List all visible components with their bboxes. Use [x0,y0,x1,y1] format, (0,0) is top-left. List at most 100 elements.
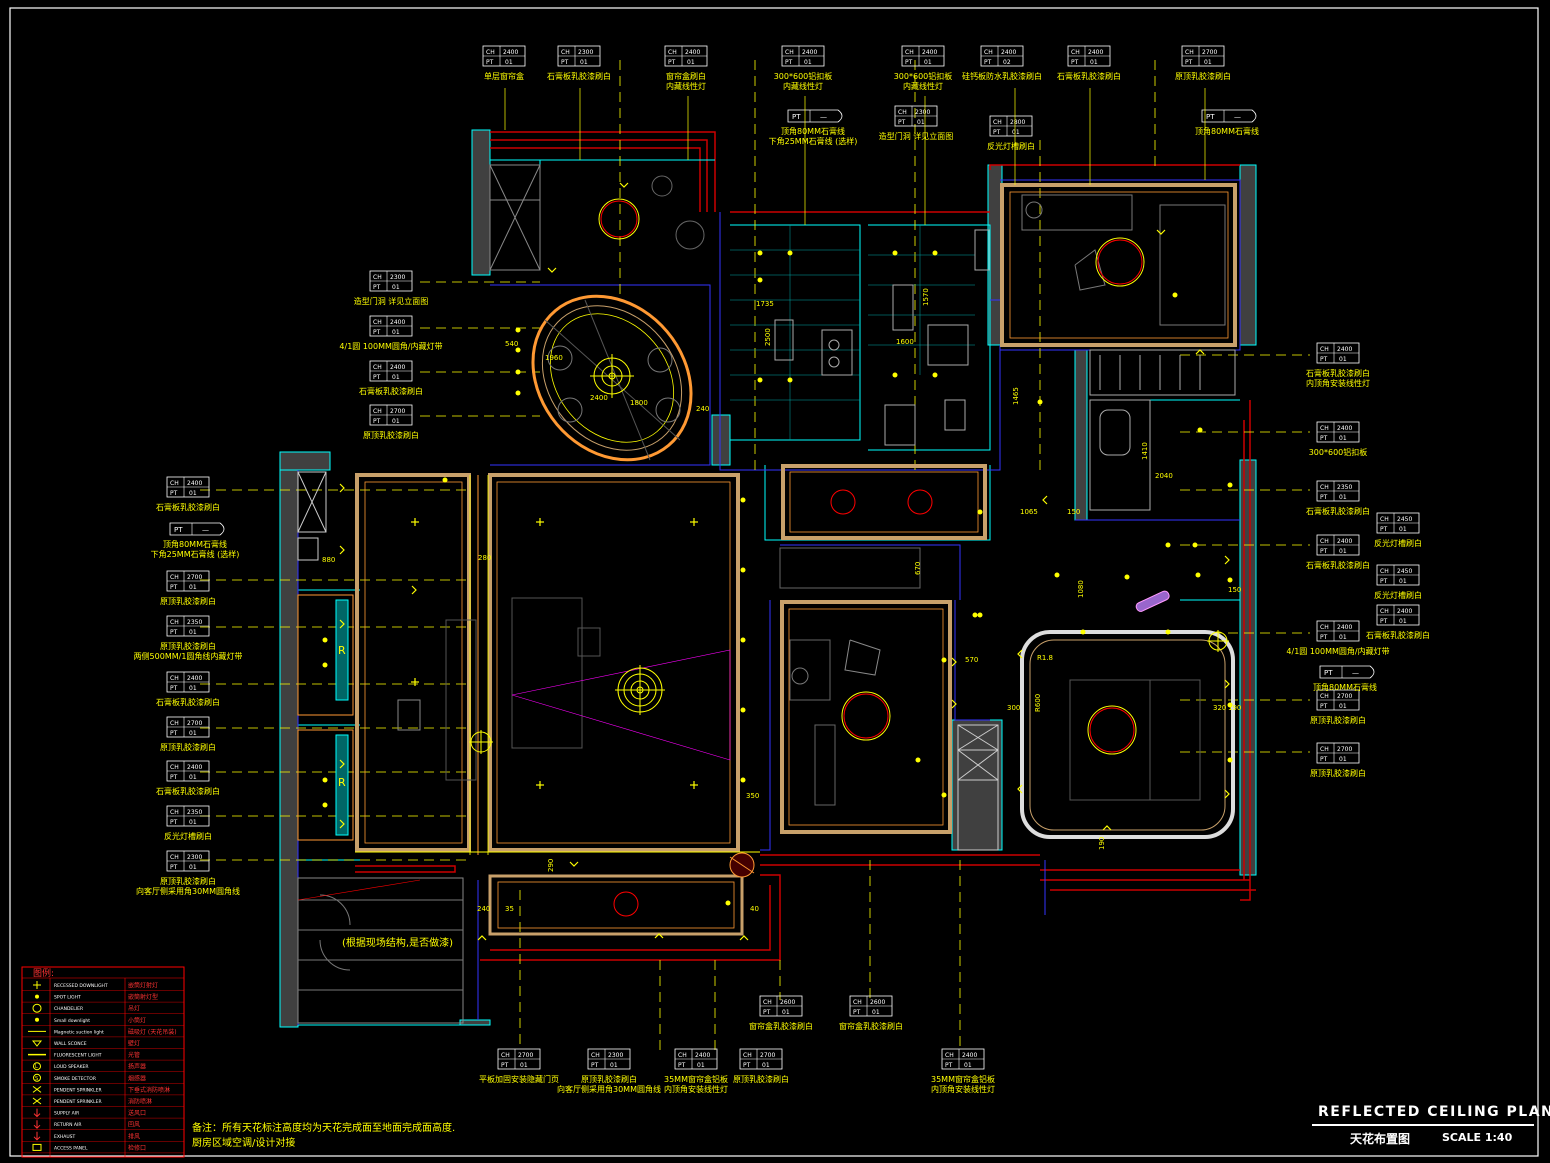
wall-wash-chevrons [339,182,1230,941]
tag-ch-value: 2400 [922,49,937,56]
tag-pt-value: 01 [804,59,812,66]
dim-40: 40 [750,905,759,913]
tag-ch-value: 2700 [390,408,405,415]
wall-sconce-icon [31,1040,43,1047]
tag-description: 原顶乳胶漆刷白 [1175,71,1231,81]
tag-pt-value: 01 [392,329,400,336]
tag-ch-label: CH [591,1052,600,1059]
legend-cn: 送风口 [128,1109,146,1117]
pt-tag-label: PT [792,113,801,121]
tag-pt-value: 01 [872,1009,880,1016]
tag-description: 石膏板乳胶漆刷白 [1306,368,1370,378]
tag-ch-label: CH [1185,49,1194,56]
tag-description: 内顶角安装线性灯 [931,1084,995,1094]
tag-pt-value: 01 [189,864,197,871]
pt-tag-description: 下角25MM石膏线 (选样) [151,549,240,559]
balcony-bottom [297,852,755,1024]
tag-ch-label: CH [905,49,914,56]
tag-pt-label: PT [170,864,178,871]
chandelier-icon [469,354,1229,754]
loud-speaker-icon: L [33,1062,41,1071]
tag-description: 石膏板乳胶漆刷白 [156,697,220,707]
tag-ch-label: CH [984,49,993,56]
note-line-1: 备注：所有天花标注高度均为天花完成面至地面完成面高度. [192,1123,456,1134]
tag-ch-label: CH [1320,425,1329,432]
legend-cn: 嵌筒灯射灯 [128,982,158,990]
tag-pt-value: 01 [392,374,400,381]
tag-ch-value: 2350 [187,619,202,626]
tag-pt-value: 01 [392,418,400,425]
living-room-ceiling [355,473,760,855]
legend-en: RECESSED DOWNLIGHT [54,983,108,989]
tag-pt-value: 01 [1090,59,1098,66]
dim-880: 880 [322,556,335,564]
legend-cn: 磁吸灯 (天花吊装) [128,1028,177,1036]
legend-cn: 光管 [128,1051,140,1059]
legend-en: Magnetic suction light [54,1029,104,1035]
legend-en: SPOT LIGHT [54,995,81,1001]
tag-ch-value: 2400 [695,1052,710,1059]
tag-pt-label: PT [1380,618,1388,625]
recessed-downlight-icons [411,518,698,789]
tag-ch-value: 2700 [187,720,202,727]
dim-1800: 1800 [630,399,648,407]
tag-description: 原顶乳胶漆刷白 [160,641,216,651]
tag-ch-value: 2400 [1337,538,1352,545]
tag-description: 向客厅侧采用角30MM圆角线 [136,886,240,896]
tag-pt-label: PT [1320,703,1328,710]
dim-150-b: 150 [1228,586,1241,594]
exterior-red-lines [355,131,1256,961]
tag-ch-value: 2400 [390,364,405,371]
tag-pt-label: PT [905,59,913,66]
tag-pt-label: PT [486,59,494,66]
tag-ch-value: 2800 [1010,119,1025,126]
tag-ch-label: CH [561,49,570,56]
tag-pt-label: PT [898,119,906,126]
dim-1080: 1080 [1077,580,1085,598]
tag-ch-value: 2400 [802,49,817,56]
drawing-title-cn: 天花布置图 [1350,1132,1411,1146]
tag-description: 反光灯槽刷白 [164,831,212,841]
tag-ch-value: 2400 [1088,49,1103,56]
dim-150: 150 [1067,508,1080,516]
pt-tag: PT—顶角80MM石膏线 [1313,665,1377,692]
pt-tag-value: — [1352,669,1359,677]
tag-description: 石膏板乳胶漆刷白 [1306,506,1370,516]
tag-pt-label: PT [1380,578,1388,585]
pt-tag-label: PT [174,526,183,534]
top-left-room [489,164,705,271]
legend-cn: 烟感器 [128,1074,146,1082]
pt-tag-box [169,522,225,536]
access-panel-icon [32,1143,42,1151]
tag-ch-label: CH [373,274,382,281]
drawing-title-en: REFLECTED CEILING PLAN [1318,1104,1550,1120]
tag-pt-label: PT [945,1062,953,1069]
dim-1465: 1465 [1012,387,1020,405]
tag-pt-label: PT [1071,59,1079,66]
tag-ch-label: CH [945,1052,954,1059]
tag-pt-value: 01 [189,819,197,826]
tag-description: 造型门洞 详见立面图 [354,296,429,306]
smoke-detector-icon: S [33,1073,41,1082]
tag-pt-label: PT [853,1009,861,1016]
tag-pt-value: 01 [782,1009,790,1016]
tag-ch-value: 2300 [915,109,930,116]
tag-pt-value: 01 [1339,634,1347,641]
legend-en: LOUD SPEAKER [54,1064,89,1070]
cyan-outlines [298,159,1240,1026]
tag-ch-label: CH [1320,538,1329,545]
tag-pt-label: PT [1320,634,1328,641]
tag-ch-label: CH [898,109,907,116]
wall-masses [279,129,1257,1028]
legend-en: PENDENT SPRINKLER [54,1099,102,1105]
